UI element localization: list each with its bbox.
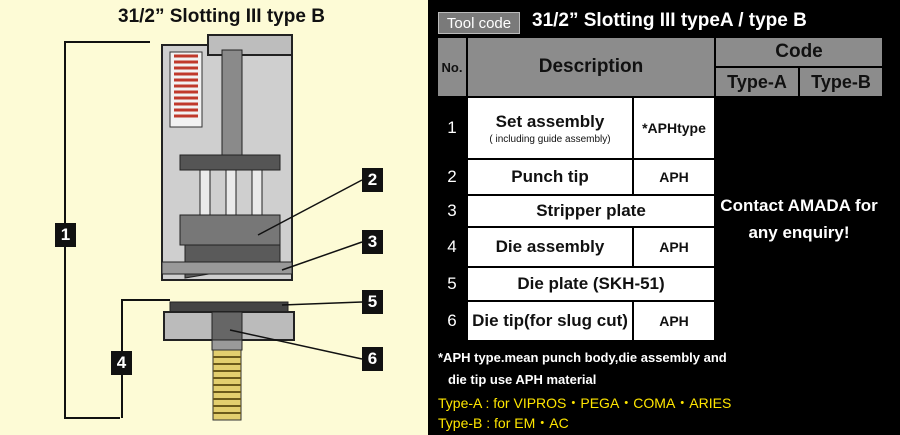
callout-1: 1 (55, 223, 76, 247)
callout-6: 6 (362, 347, 383, 371)
row-description: Punch tip (466, 158, 634, 196)
row-number: 2 (436, 158, 468, 196)
diagram-title: 31/2” Slotting III type B (118, 6, 325, 27)
aph-note-line-2: die tip use APH material (448, 372, 597, 387)
tool-code-label: Tool code (438, 12, 520, 34)
table-row: 4 Die assembly APH (436, 226, 883, 268)
contact-note: Contact AMADA for any enquiry! (714, 96, 884, 342)
type-b-note: Type-B : for EM・AC (438, 415, 569, 431)
table-row: 6 Die tip(for slug cut) APH (436, 300, 883, 342)
header-type-b: Type-B (798, 66, 884, 98)
row-number: 4 (436, 226, 468, 268)
parts-table: No. Description Code Type-A Type-B 1 Set… (436, 36, 884, 342)
header-code: Code (714, 36, 884, 68)
type-a-note: Type-A : for VIPROS・PEGA・COMA・ARIES (438, 395, 732, 411)
aph-note-line-1: *APH type.mean punch body,die assembly a… (438, 350, 727, 365)
parts-title: 31/2” Slotting III typeA / type B (532, 10, 807, 31)
table-row: 5 Die plate (SKH-51) (436, 266, 883, 302)
header-description: Description (466, 36, 716, 98)
row-code: APH (632, 226, 716, 268)
row-code: APH (632, 300, 716, 342)
parts-panel: Tool code 31/2” Slotting III typeA / typ… (428, 0, 900, 435)
row-description-sub: ( including guide assembly) (489, 133, 611, 145)
row-number: 6 (436, 300, 468, 342)
table-row: 1 Set assembly ( including guide assembl… (436, 96, 884, 342)
callout-3: 3 (362, 230, 383, 254)
row-description: Set assembly ( including guide assembly) (466, 96, 634, 160)
header-no: No. (436, 36, 468, 98)
row-code: *APHtype (632, 96, 716, 160)
set-assembly-drawing (161, 34, 293, 281)
row-description-text: Set assembly (495, 111, 605, 131)
callout-4: 4 (111, 351, 132, 375)
header-type-a: Type-A (714, 66, 800, 98)
row-code: APH (632, 158, 716, 196)
callout-leader-lines (229, 179, 363, 360)
callout-5: 5 (362, 290, 383, 314)
row-description: Die plate (SKH-51) (466, 266, 716, 302)
row-description: Die tip(for slug cut) (466, 300, 634, 342)
row-number: 1 (436, 96, 468, 160)
die-assembly-drawing (163, 301, 295, 421)
tool-cross-section-diagram (64, 34, 363, 421)
table-row: 2 Punch tip APH (436, 158, 883, 196)
table-row: 3 Stripper plate (436, 194, 883, 228)
row-number: 5 (436, 266, 468, 302)
callout-2: 2 (362, 168, 383, 192)
row-description: Die assembly (466, 226, 634, 268)
row-number: 3 (436, 194, 468, 228)
diagram-panel: 31/2” Slotting III type B (0, 0, 428, 435)
row-description: Stripper plate (466, 194, 716, 228)
